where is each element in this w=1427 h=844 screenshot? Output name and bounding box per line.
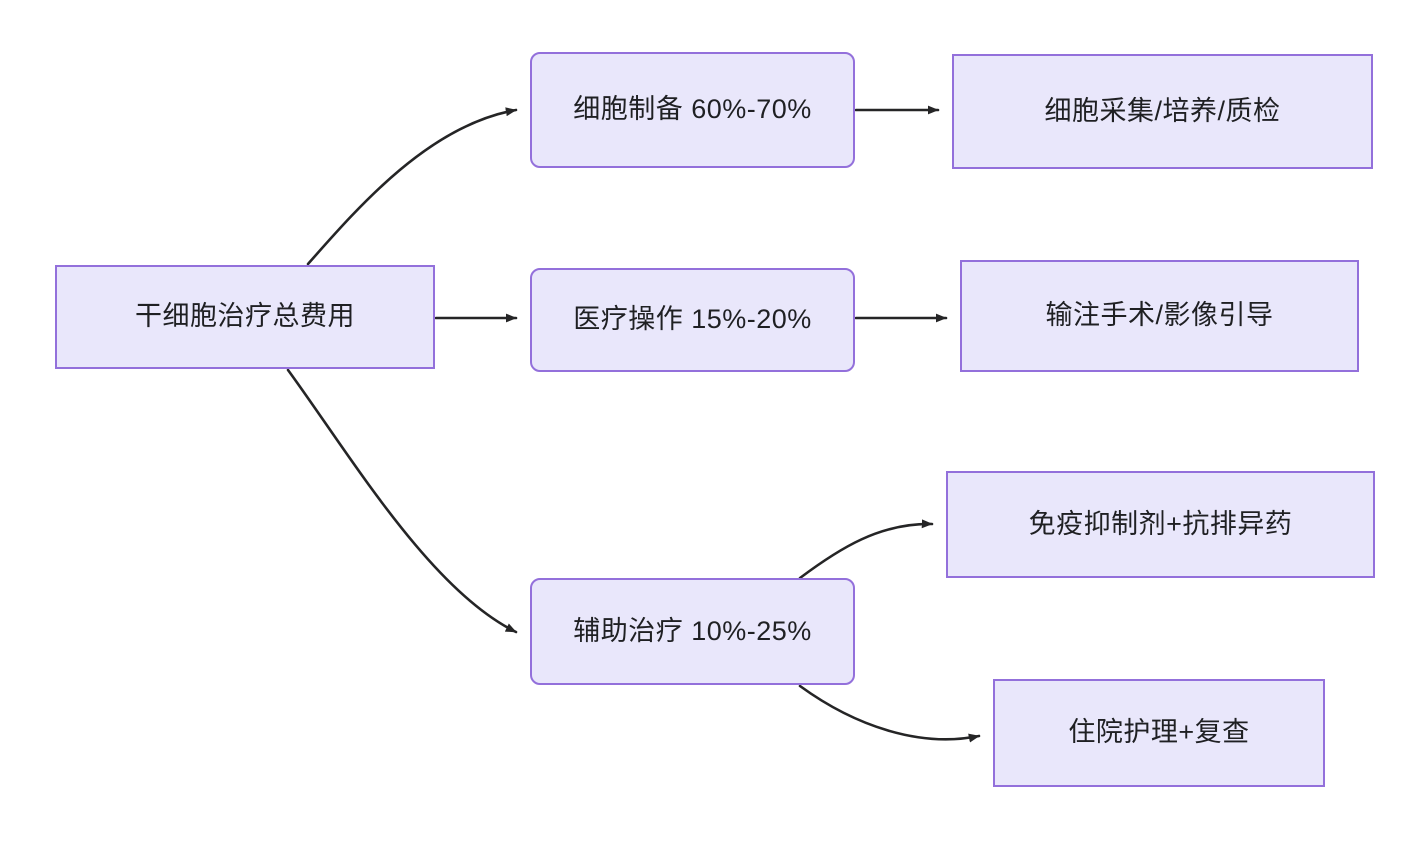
node-infusion-surgery[interactable]: 输注手术/影像引导 <box>960 260 1359 372</box>
node-adjuvant-therapy[interactable]: 辅助治疗 10%-25% <box>530 578 855 685</box>
node-adjuvant-therapy-label: 辅助治疗 10%-25% <box>573 615 812 646</box>
node-cell-collection[interactable]: 细胞采集/培养/质检 <box>952 54 1373 169</box>
node-root[interactable]: 干细胞治疗总费用 <box>55 265 435 369</box>
edge-root-to-cellprep <box>306 107 518 266</box>
node-cell-collection-label: 细胞采集/培养/质检 <box>1044 95 1281 126</box>
node-cell-preparation[interactable]: 细胞制备 60%-70% <box>530 52 855 168</box>
node-medical-procedure-label: 医疗操作 15%-20% <box>573 304 812 335</box>
node-medical-procedure[interactable]: 医疗操作 15%-20% <box>530 268 855 372</box>
node-inpatient-care-label: 住院护理+复查 <box>1068 717 1250 748</box>
node-inpatient-care[interactable]: 住院护理+复查 <box>993 679 1325 787</box>
node-immunosuppressant-label: 免疫抑制剂+抗排异药 <box>1028 508 1293 539</box>
node-immunosuppressant[interactable]: 免疫抑制剂+抗排异药 <box>946 471 1375 578</box>
node-cell-preparation-label: 细胞制备 60%-70% <box>573 94 812 125</box>
edge-adjuvant-to-immuno <box>798 519 934 580</box>
edge-adjuvant-to-inpatient <box>798 684 981 743</box>
edge-root-to-adjuvant <box>286 368 518 634</box>
node-root-label: 干细胞治疗总费用 <box>135 301 355 332</box>
node-infusion-surgery-label: 输注手术/影像引导 <box>1045 300 1274 331</box>
